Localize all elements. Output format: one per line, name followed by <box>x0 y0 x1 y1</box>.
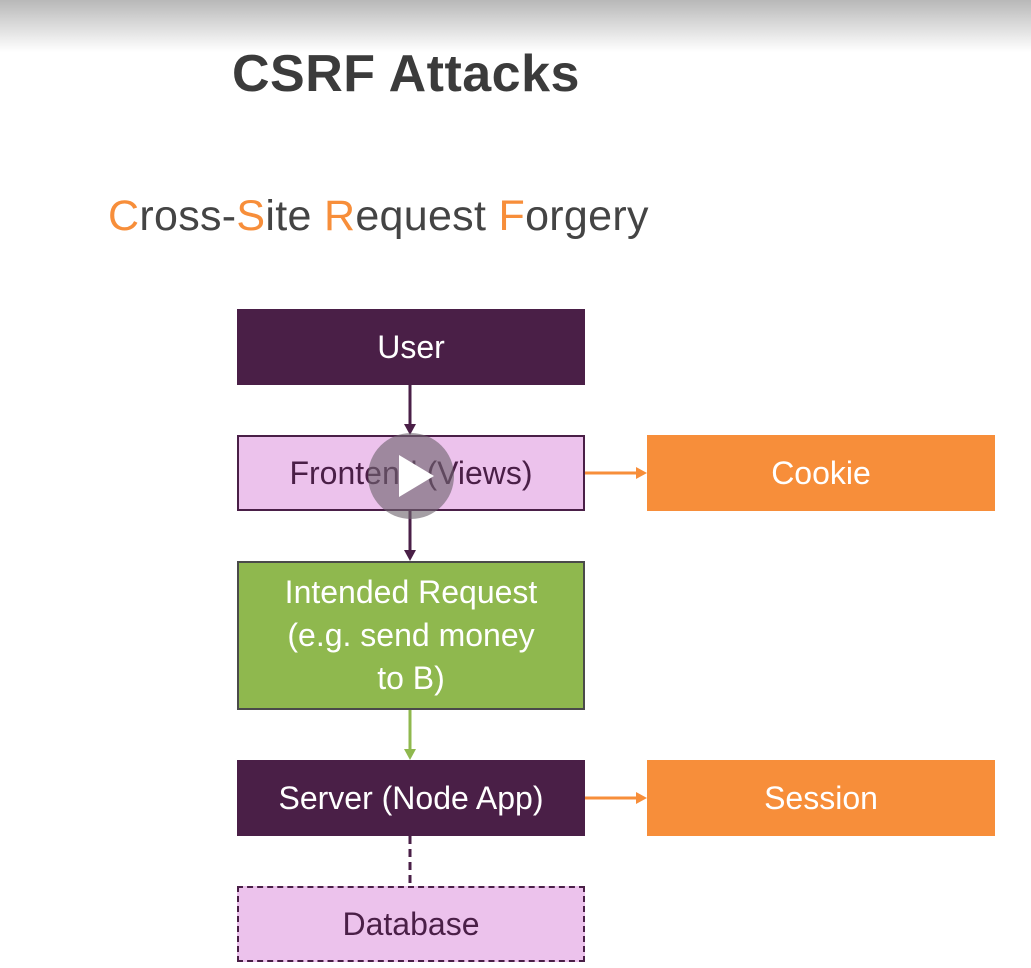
video-top-gradient <box>0 0 1031 52</box>
play-icon <box>399 455 434 497</box>
request-line: to B) <box>377 660 445 696</box>
database-node: Database <box>237 886 585 962</box>
subtitle-part: F <box>498 192 526 240</box>
cookie-label: Cookie <box>771 454 871 491</box>
server-node: Server (Node App) <box>237 760 585 836</box>
arrowhead-frontend-to-cookie <box>636 467 647 479</box>
server-label: Server (Node App) <box>278 779 544 816</box>
intended-request-node: Intended Request (e.g. send money to B) <box>237 561 585 710</box>
subtitle-part: S <box>236 192 266 240</box>
session-label: Session <box>764 779 878 816</box>
subtitle-part: equest <box>355 192 499 240</box>
request-line: (e.g. send money <box>287 617 535 653</box>
subtitle-part: R <box>323 192 356 240</box>
request-line: Intended Request <box>284 574 538 610</box>
arrowhead-frontend-to-request <box>404 550 416 561</box>
session-node: Session <box>647 760 995 836</box>
subtitle-part: orgery <box>525 192 649 240</box>
subtitle-part: ross- <box>139 192 237 240</box>
subtitle-part: ite <box>265 192 324 240</box>
database-label: Database <box>342 905 480 942</box>
slide-title: CSRF Attacks <box>232 45 580 103</box>
subtitle-part: C <box>108 192 140 240</box>
user-node: User <box>237 309 585 385</box>
arrowhead-server-to-session <box>636 792 647 804</box>
cookie-node: Cookie <box>647 435 995 511</box>
slide-subtitle: Cross-Site Request Forgery <box>108 192 649 241</box>
arrowhead-request-to-server <box>404 749 416 760</box>
play-button[interactable] <box>368 433 454 519</box>
user-label: User <box>377 328 445 365</box>
